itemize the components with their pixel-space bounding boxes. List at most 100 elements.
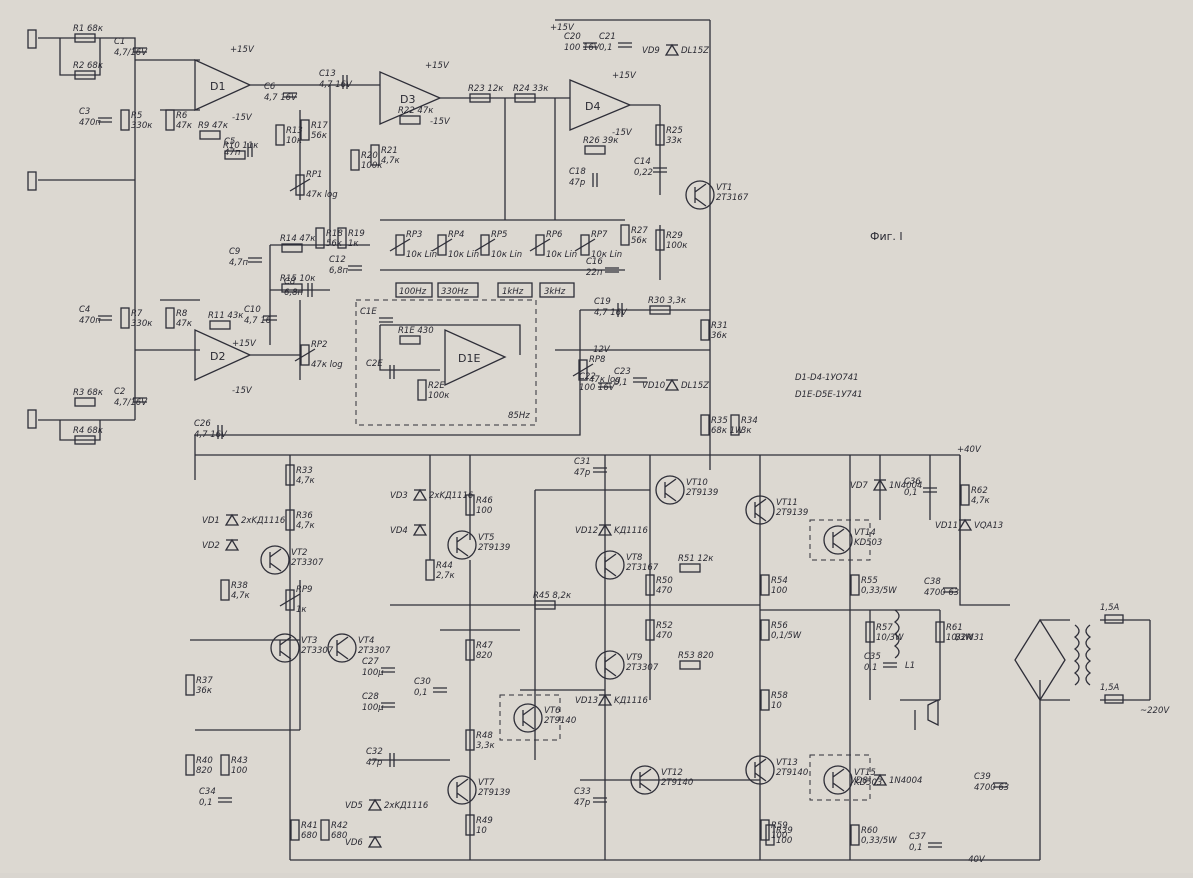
transistor-ref: VT5 [478,533,494,543]
capacitor-ref: C39 [974,772,991,782]
capacitor-value: 100μ [362,703,384,713]
resistor-ref: R56 [771,621,788,631]
opamp-d3-shape [379,71,442,125]
filter-85hz-box [355,299,537,426]
resistor-label: R10 11к [223,141,259,151]
capacitor-value: 100μ [362,668,384,678]
resistor-label: R24 33к [513,84,549,94]
capacitor-value: 4700 63 [924,588,959,598]
capacitor-value: 470п [79,118,101,128]
capacitor-ref: C19 [594,297,611,307]
transformer [1073,624,1092,686]
ic-note-2: D1E-D5E-1У741 [795,390,863,400]
fuse-1 [1104,614,1124,624]
resistor-ref: R62 [971,486,988,496]
fuse-1-label: 1,5A [1100,603,1120,613]
resistor-ref: R42 [331,821,348,831]
resistor-label: R14 47к [280,234,316,244]
rail-minus12: -12V [590,345,611,355]
capacitor-value: 47p [574,468,590,478]
capacitor-value: 22п [586,268,603,278]
resistor-value: 4,7к [231,591,251,601]
resistor-value: 56к [326,239,343,249]
resistor-label: R1 68к [73,24,104,34]
eq-band-3khz: 3kHz [544,287,566,297]
pot-value: 1к [296,605,307,615]
transistor-ref: VT9 [626,653,642,663]
resistor-value: 36к [711,331,728,341]
diode-type: 2xKД1116 [429,491,474,501]
pot-value: 47к log [311,360,343,370]
capacitor-ref: C37 [909,832,926,842]
resistor-ref: R7 [131,309,143,319]
diode-ref: VD1 [202,516,220,526]
resistor-ref: R52 [656,621,673,631]
transistor-type: 2T9140 [776,768,808,778]
opamp-d4-plus: +15V [612,71,637,81]
resistor-ref: R19 [348,229,365,239]
capacitor-value: 6,8п [284,288,304,298]
resistor-value: 4,7к [971,496,991,506]
resistor-ref: R37 [196,676,213,686]
capacitor-value: 0,1 [599,43,613,53]
resistor-value: 3к [741,426,752,436]
transistor-ref: VT12 [661,768,683,778]
capacitor-ref: C36 [904,477,921,487]
opamp-d4-label: D4 [585,100,600,113]
filter-85hz-label: 85Hz [508,411,530,421]
capacitor-ref: C5 [224,137,235,147]
transistor-ref: VT4 [358,636,374,646]
capacitor-value: 100 16V [564,43,601,53]
capacitor-value: 47p [366,758,382,768]
resistor-ref: R27 [631,226,648,236]
resistor-ref: R39 [776,826,793,836]
capacitor-c2e: C2E [366,359,395,379]
pot-ref: RP5 [491,230,507,240]
resistor-label: R22 47к [398,106,434,116]
opamp-d1-minus: -15V [232,113,253,123]
capacitor-ref: C9 [229,247,240,257]
resistor-label: R3 68к [73,388,104,398]
diode-vd2: VD2 [202,538,240,551]
rail-plus40: +40V [957,445,982,455]
resistor-ref: R8 [176,309,188,319]
capacitor-value: 0,1 [199,798,213,808]
transistor-type: 2T9140 [661,778,693,788]
transistor-type: 2T9139 [478,788,510,798]
pot-ref: RP6 [546,230,563,240]
capacitor-c1: C14,7/16V [114,37,148,58]
pot-ref: RP7 [591,230,608,240]
jack-1 [27,29,37,49]
eq-band-1khz: 1kHz [502,287,524,297]
fuse-2-label: 1,5A [1100,683,1120,693]
resistor-label: R53 820 [678,651,714,661]
resistor-ref: R58 [771,691,788,701]
opamp-d1e-shape [444,328,507,387]
